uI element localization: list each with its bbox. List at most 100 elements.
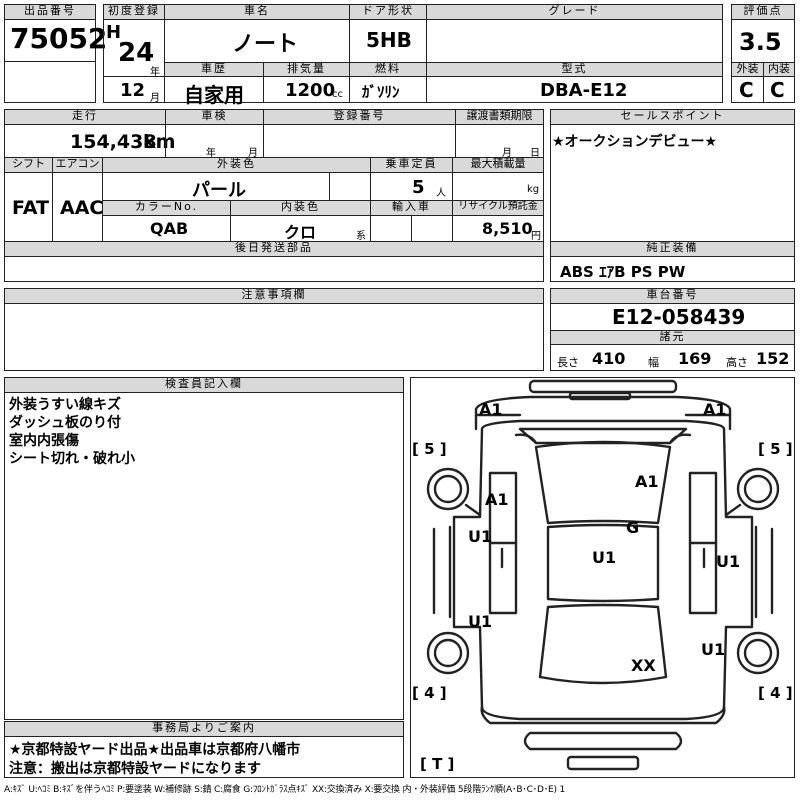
mark-u1-front-door-left: U1: [468, 527, 493, 546]
mark-xx-rear: XX: [631, 656, 656, 675]
car-diagram-panel: [410, 377, 795, 778]
tire-front-left: [ 5 ]: [412, 440, 447, 458]
month-unit: 月: [150, 93, 160, 104]
mark-a1-roof: A1: [635, 472, 659, 491]
spec-cell: [550, 344, 795, 371]
color-cell-extra: [329, 172, 371, 201]
tire-spare: [ T ]: [420, 755, 455, 773]
score-value: 3.5: [739, 28, 782, 56]
transfer-day-unit: 日: [530, 148, 540, 159]
office-label: 事務局よりご案内: [4, 721, 404, 737]
door-value: 5HB: [366, 28, 412, 52]
era-value: H: [106, 22, 122, 43]
width-label: 幅: [648, 356, 659, 369]
mark-a1-fender-left: A1: [485, 490, 509, 509]
inspector-label: 検査員記入欄: [4, 377, 404, 393]
name-value: ノート: [232, 32, 299, 57]
inspector-line-3: 室内内張傷: [9, 433, 79, 449]
fuel-label: 燃料: [349, 62, 427, 77]
later-parts-label: 後日発送部品: [4, 241, 544, 257]
color-no-value: QAB: [150, 219, 189, 238]
history-label: 車歴: [164, 62, 264, 77]
mark-u1-rear-right: U1: [701, 640, 726, 659]
mark-g-glass: G: [626, 518, 640, 537]
mark-u1-center: U1: [592, 548, 617, 567]
fuel-value: ｶﾞｿﾘﾝ: [362, 83, 400, 101]
interior-unit: 系: [356, 231, 366, 242]
mark-u1-rear-door-left: U1: [468, 612, 493, 631]
recycle-value: 8,510: [482, 219, 533, 238]
width-value: 169: [678, 349, 712, 368]
regno-cell: [263, 124, 456, 158]
ac-label: エアコン: [52, 157, 103, 173]
mark-a1-front-left: A1: [479, 400, 503, 419]
inspection-year-unit: 年: [206, 148, 216, 159]
color-no-label: カラーNo.: [102, 200, 231, 216]
height-label: 高さ: [726, 356, 748, 369]
tire-rear-right: [ 4 ]: [758, 684, 793, 702]
int-cell: [763, 76, 795, 103]
recycle-label: リサイクル預託金: [452, 200, 544, 216]
int-label: 内装: [763, 62, 795, 77]
office-line-2: 注意：搬出は京都特設ヤードになります: [9, 761, 261, 777]
import-cell-b: [411, 215, 453, 242]
import-cell-a: [370, 215, 412, 242]
regno-label: 登録番号: [263, 109, 456, 125]
score-label: 評価点: [731, 4, 795, 20]
ext-value: C: [739, 78, 754, 102]
mileage-value: 154,438: [70, 131, 157, 153]
capacity-value: 5: [412, 177, 425, 198]
capacity-unit: 人: [436, 188, 446, 199]
height-value: 152: [756, 349, 790, 368]
equipment-cell: [550, 256, 795, 282]
interior-label: 内装色: [230, 200, 371, 216]
notes-cell: [4, 303, 544, 371]
inspector-line-4: シート切れ・破れ小: [9, 451, 135, 467]
name-label: 車名: [164, 4, 350, 20]
inspection-month-unit: 月: [248, 148, 258, 159]
inspector-line-2: ダッシュ板のり付: [9, 415, 121, 431]
office-line-1: ★京都特設ヤード出品★出品車は京都府八幡市: [9, 742, 301, 758]
grade-cell: [426, 19, 723, 63]
displacement-label: 排気量: [263, 62, 350, 77]
inspector-line-1: 外装うすい線キズ: [9, 397, 121, 413]
tire-rear-left: [ 4 ]: [412, 684, 447, 702]
ext-label: 外装: [731, 62, 764, 77]
history-value: 自家用: [184, 83, 244, 107]
car-diagram: [426, 379, 780, 771]
chassis-label: 車台番号: [550, 288, 795, 304]
grade-label: グレード: [426, 4, 723, 20]
import-label: 輸入車: [370, 200, 453, 216]
equipment-value: ABS ｴｱB PS PW: [560, 263, 686, 281]
int-value: C: [770, 78, 785, 102]
color-label: 外装色: [102, 157, 371, 173]
displacement-value: 1200: [285, 80, 336, 101]
year-value: 24: [118, 38, 155, 68]
month-value: 12: [120, 80, 146, 101]
chassis-value: E12-058439: [612, 305, 746, 329]
lot-no-value: 75052: [10, 22, 108, 55]
spec-label: 諸元: [550, 330, 795, 345]
load-unit: kg: [527, 184, 540, 195]
year-unit: 年: [150, 67, 160, 78]
shift-value: FAT: [12, 197, 49, 219]
tire-front-right: [ 5 ]: [758, 440, 793, 458]
recycle-unit: 円: [531, 231, 541, 242]
length-label: 長さ: [557, 356, 579, 369]
mark-a1-front-right: A1: [703, 400, 727, 419]
lot-no-lower-cell: [4, 61, 96, 103]
sales-point-text: ★オークションデビュー★: [552, 134, 718, 150]
first-reg-label: 初度登録: [103, 4, 165, 20]
shift-label: シフト: [4, 157, 53, 173]
model-cell: [426, 76, 723, 103]
model-value: DBA-E12: [540, 80, 628, 101]
transfer-label: 譲渡書類期限: [455, 109, 544, 125]
later-parts-cell: [4, 256, 544, 282]
office-cell: [4, 736, 404, 778]
ac-value: AAC: [60, 197, 104, 219]
inspector-cell: [4, 392, 404, 720]
model-label: 型式: [426, 62, 723, 77]
interior-value: クロ: [284, 223, 317, 242]
sales-point-label: セールスポイント: [550, 109, 795, 125]
color-value: パール: [192, 180, 246, 201]
